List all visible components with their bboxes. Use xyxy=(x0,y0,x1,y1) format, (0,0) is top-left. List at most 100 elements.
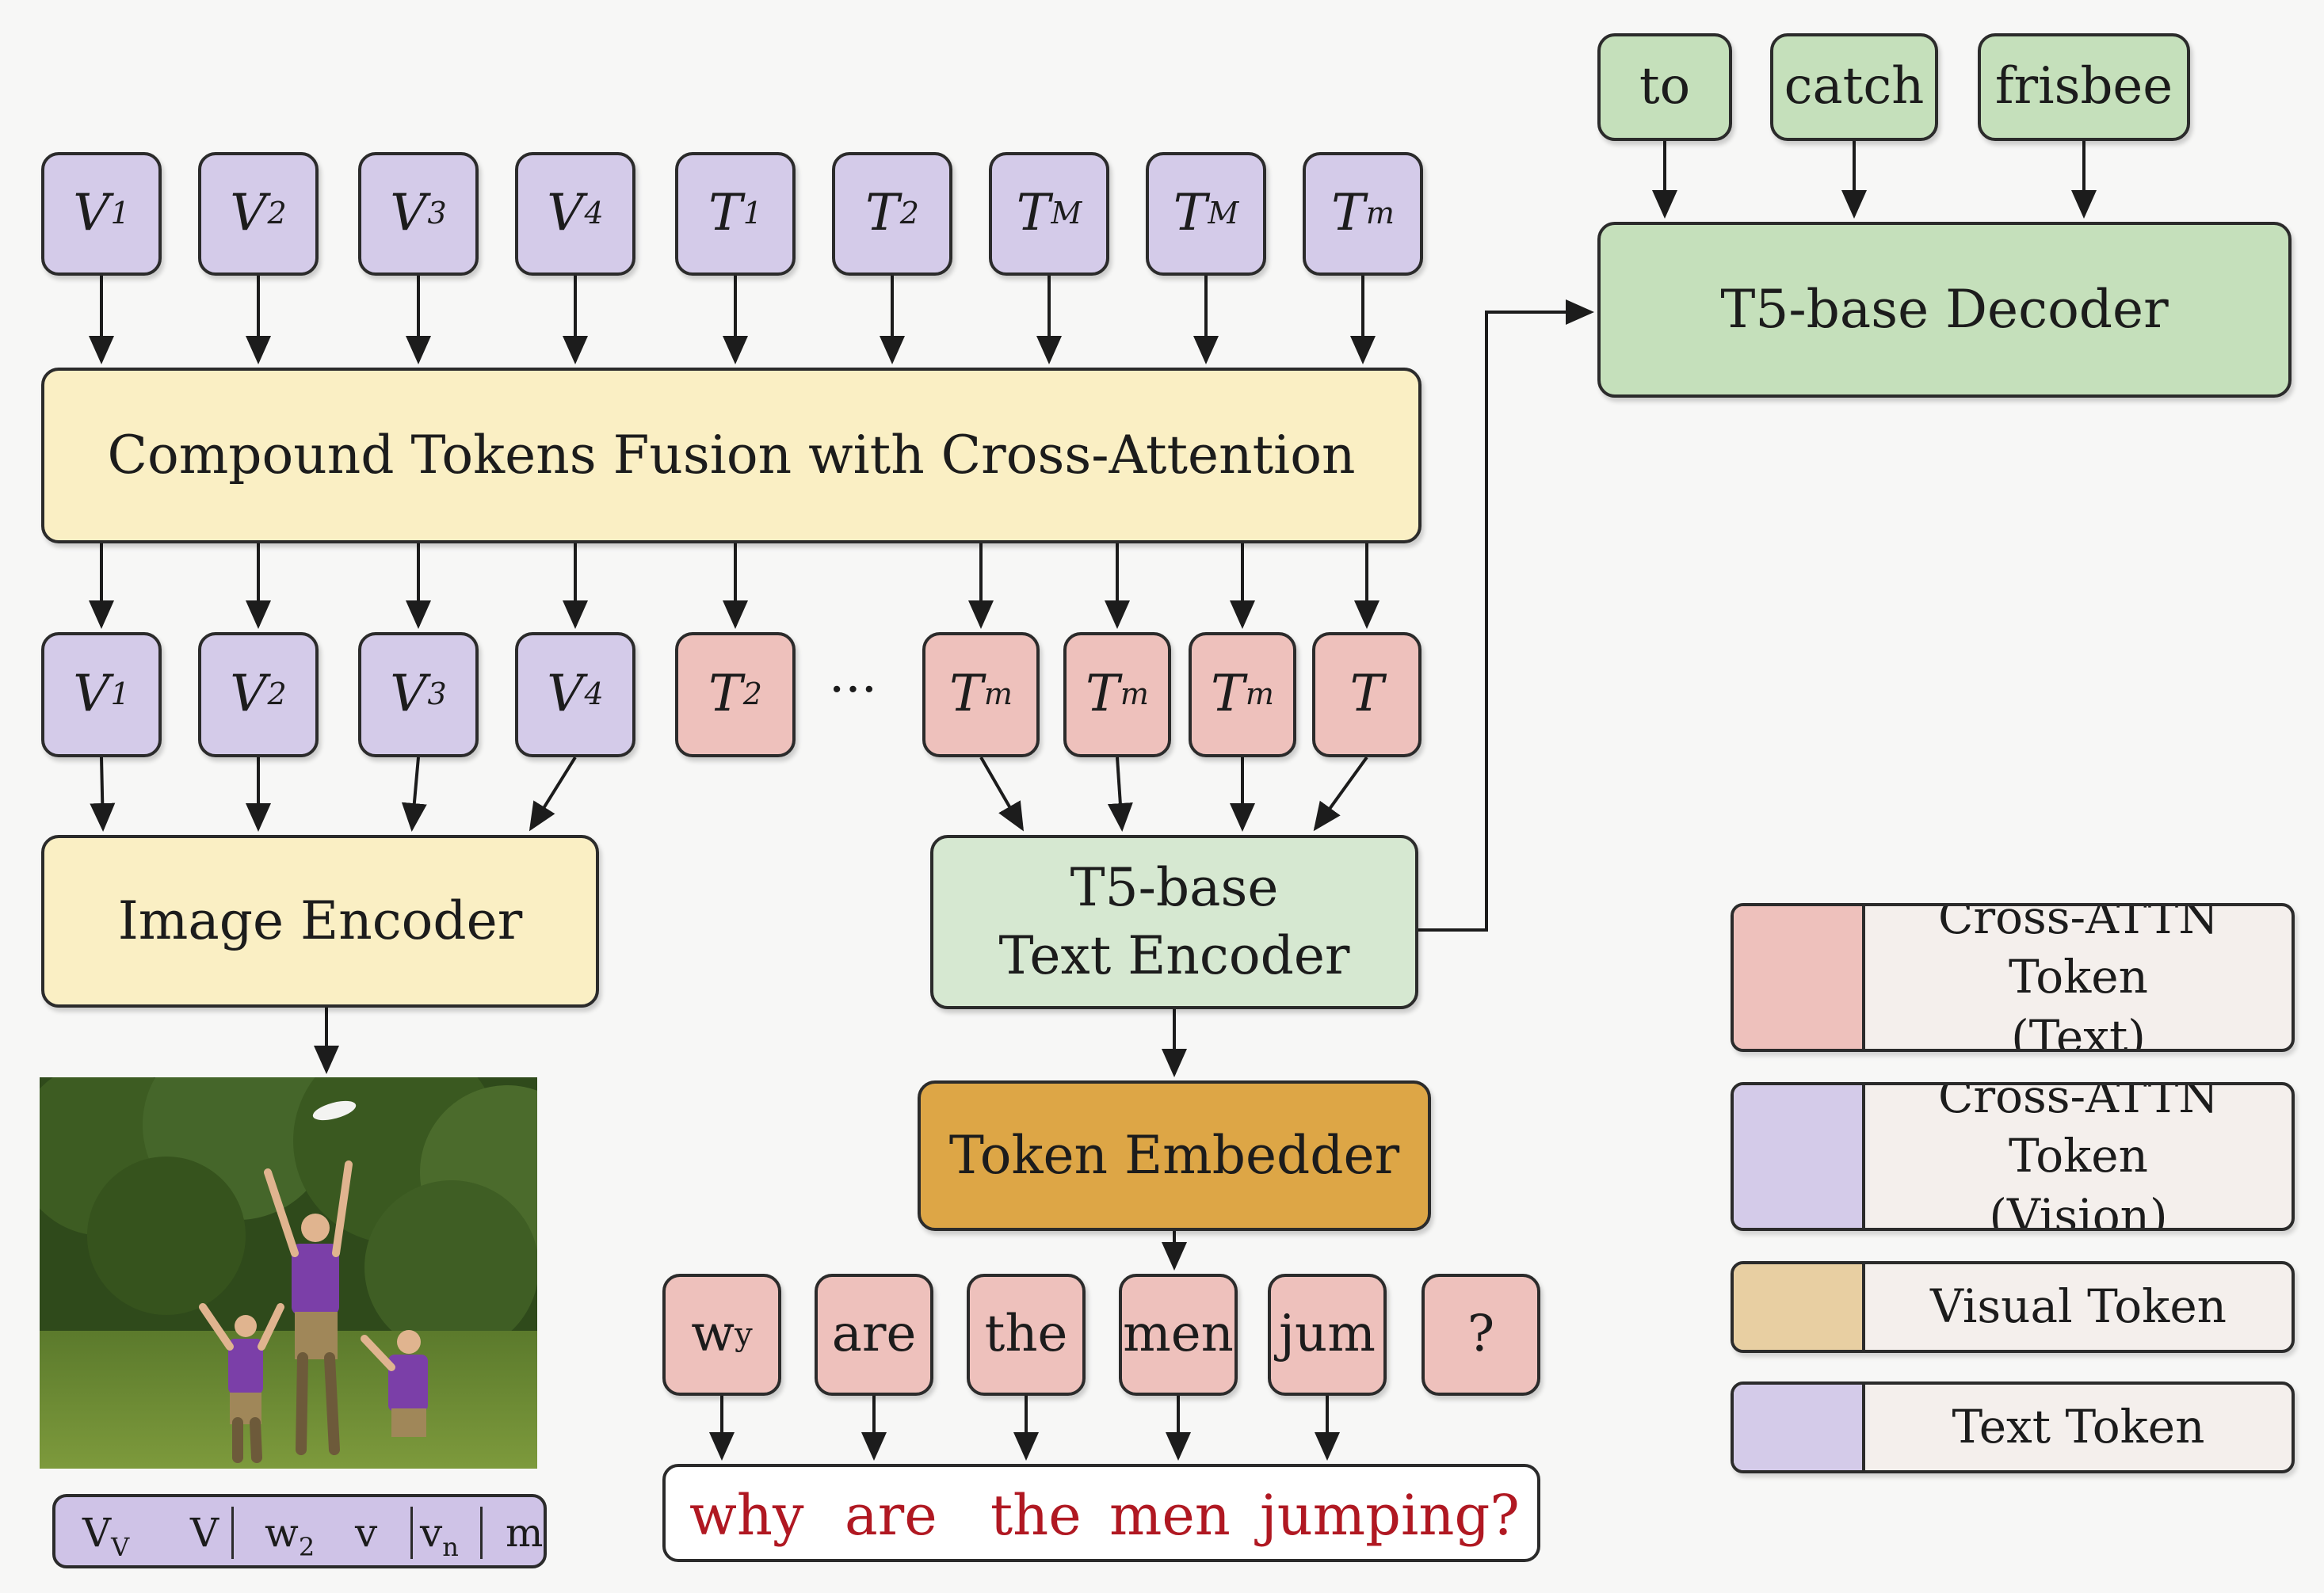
question-word-3: the xyxy=(990,1483,1082,1548)
input-token-9-subscript: m xyxy=(1365,196,1395,231)
fused-token-6-subscript: m xyxy=(983,676,1013,712)
input-token-3-base: V xyxy=(390,184,427,243)
input-token-7-subscript: M xyxy=(1051,196,1082,231)
input-token-5-subscript: 1 xyxy=(742,196,762,231)
fusion-block: Compound Tokens Fusion with Cross-Attent… xyxy=(41,368,1421,543)
input-photo xyxy=(40,1077,537,1469)
legend-label-line1: Visual Token xyxy=(1929,1279,2227,1334)
token-embedder-block: Token Embedder xyxy=(918,1080,1431,1231)
question-token-4: men xyxy=(1119,1274,1238,1396)
legend-label-line2: (Vision) xyxy=(1989,1188,2168,1231)
question-token-3: the xyxy=(967,1274,1086,1396)
image-encoder-label: Image Encoder xyxy=(117,890,523,952)
visual-bar-separator xyxy=(410,1507,413,1559)
visual-bar-item-base: v xyxy=(355,1510,378,1556)
visual-bar-item-base: v xyxy=(420,1510,443,1556)
legend-label: Cross-ATTN Token(Text) xyxy=(1865,906,2292,1049)
arrow-token-to-text-encoder-4 xyxy=(1313,756,1368,832)
arrow-token-to-image-encoder-1 xyxy=(90,756,116,832)
fused-token-2-base: V xyxy=(230,665,267,724)
question-word-1: why xyxy=(689,1483,804,1548)
visual-bar-item-base: V xyxy=(190,1510,219,1556)
arrow-token-to-text-encoder-2 xyxy=(1107,756,1133,832)
fused-token-1-base: V xyxy=(73,665,110,724)
input-token-8-base: T xyxy=(1173,184,1208,243)
fused-token-4-subscript: 4 xyxy=(584,676,604,712)
fused-token-8-base: T xyxy=(1211,665,1245,724)
question-word-5: jumping? xyxy=(1260,1483,1520,1548)
question-token-2: are xyxy=(815,1274,933,1396)
question-token-text: ? xyxy=(1467,1305,1495,1364)
fused-token-7-base: T xyxy=(1086,665,1120,724)
input-token-4-base: V xyxy=(547,184,584,243)
question-token-text: the xyxy=(984,1305,1068,1364)
visual-bar-item-subscript: V xyxy=(111,1532,130,1562)
question-word-2: are xyxy=(845,1483,937,1548)
visual-bar-item-subscript: 2 xyxy=(298,1532,315,1562)
fused-token-7-subscript: m xyxy=(1120,676,1149,712)
output-word-text: frisbee xyxy=(1994,57,2173,116)
legend-swatch xyxy=(1734,906,1865,1049)
fusion-label: Compound Tokens Fusion with Cross-Attent… xyxy=(107,425,1356,486)
fused-token-2-subscript: 2 xyxy=(267,676,287,712)
legend-swatch xyxy=(1734,1385,1865,1470)
legend-entry-3: Visual Token xyxy=(1731,1261,2295,1353)
visual-bar-item-1: VV xyxy=(82,1510,129,1562)
token-embedder-label: Token Embedder xyxy=(948,1125,1400,1187)
input-token-6-base: T xyxy=(865,184,899,243)
question-token-subscript: y xyxy=(735,1317,753,1353)
legend-label-line2: (Text) xyxy=(2011,1009,2146,1052)
visual-bar-item-3: w2 xyxy=(265,1510,315,1562)
question-token-text: jum xyxy=(1279,1305,1376,1364)
visual-bar-item-base: m xyxy=(506,1510,544,1556)
visual-bar-item-base: w xyxy=(265,1510,299,1556)
fused-token-3-base: V xyxy=(390,665,427,724)
legend-entry-2: Cross-ATTN Token(Vision) xyxy=(1731,1082,2295,1231)
output-word-text: catch xyxy=(1784,57,1925,116)
fused-token-5-subscript: 2 xyxy=(742,676,762,712)
decoder-block: T5-base Decoder xyxy=(1597,222,2292,398)
fused-token-4-base: V xyxy=(547,665,584,724)
legend-label: Visual Token xyxy=(1865,1264,2292,1350)
arrow-token-to-text-encoder-1 xyxy=(979,756,1025,832)
input-token-1-base: V xyxy=(73,184,110,243)
visual-bar-separator xyxy=(231,1507,234,1559)
fused-token-5-base: T xyxy=(708,665,742,724)
question-token-6: ? xyxy=(1421,1274,1540,1396)
question-token-text: are xyxy=(831,1305,917,1364)
visual-bar-item-subscript: n xyxy=(442,1532,459,1562)
input-token-2-base: V xyxy=(230,184,267,243)
input-token-6-subscript: 2 xyxy=(899,196,919,231)
input-token-8-subscript: M xyxy=(1208,196,1239,231)
question-token-text: men xyxy=(1123,1305,1234,1364)
output-word-text: to xyxy=(1639,57,1691,116)
image-encoder-block: Image Encoder xyxy=(41,835,599,1008)
input-token-7-base: T xyxy=(1016,184,1051,243)
arrow-token-to-image-encoder-4 xyxy=(529,756,577,832)
input-token-2-subscript: 2 xyxy=(267,196,287,231)
input-token-3-subscript: 3 xyxy=(427,196,447,231)
output-word-3: frisbee xyxy=(1978,33,2190,141)
input-token-9-base: T xyxy=(1331,184,1365,243)
fused-token-3-subscript: 3 xyxy=(427,676,447,712)
legend-entry-1: Cross-ATTN Token(Text) xyxy=(1731,903,2295,1052)
fused-token-1-subscript: 1 xyxy=(110,676,130,712)
input-token-5-base: T xyxy=(708,184,742,243)
visual-bar-item-2: V xyxy=(190,1510,219,1556)
input-token-1-subscript: 1 xyxy=(110,196,130,231)
